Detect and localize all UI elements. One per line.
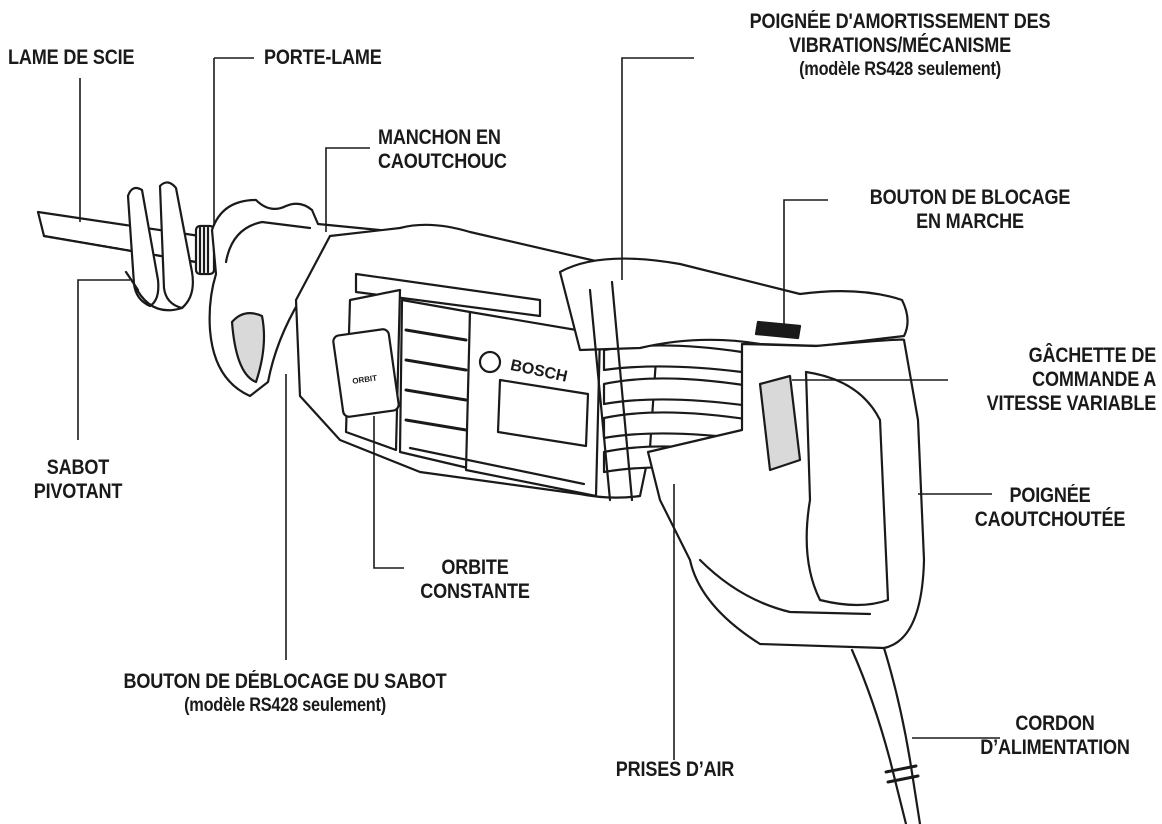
label-poignee-amortissement-line2: VIBRATIONS/MÉCANISME (676, 34, 1123, 58)
leader-sabot-pivotant (78, 280, 130, 440)
label-gachette-line2: COMMANDE A (986, 368, 1156, 392)
label-poignee-caoutchoutee: POIGNÉE CAOUTCHOUTÉE (955, 484, 1144, 532)
label-sabot-pivotant: SABOT PIVOTANT (26, 456, 129, 504)
leader-poignee-amortissement (622, 58, 694, 280)
leader-manchon (326, 148, 370, 232)
label-gachette-line1: GÂCHETTE DE (986, 344, 1156, 368)
label-bouton-deblocage-note: (modèle RS428 seulement) (92, 694, 479, 718)
label-poignee-caoutchoutee-line1: POIGNÉE (955, 484, 1144, 508)
label-poignee-amortissement-note: (modèle RS428 seulement) (676, 58, 1123, 82)
label-gachette-line3: VITESSE VARIABLE (986, 392, 1156, 416)
lock-on-button (756, 322, 800, 338)
label-cordon-line1: CORDON (965, 712, 1146, 736)
label-orbite-constante: ORBITE CONSTANTE (411, 556, 540, 604)
label-prises-air: PRISES D’AIR (602, 758, 748, 782)
label-poignee-amortissement: POIGNÉE D'AMORTISSEMENT DES VIBRATIONS/M… (676, 10, 1123, 82)
label-cordon-line2: D’ALIMENTATION (965, 736, 1146, 760)
power-cord (852, 648, 920, 824)
label-orbite-constante-line2: CONSTANTE (411, 580, 540, 604)
label-orbite-constante-line1: ORBITE (411, 556, 540, 580)
label-gachette: GÂCHETTE DE COMMANDE A VITESSE VARIABLE (986, 344, 1156, 416)
label-manchon-line1: MANCHON EN (378, 126, 507, 150)
label-manchon: MANCHON EN CAOUTCHOUC (378, 126, 507, 174)
label-bouton-blocage-line2: EN MARCHE (824, 210, 1116, 234)
label-bouton-deblocage: BOUTON DE DÉBLOCAGE DU SABOT (modèle RS4… (92, 670, 479, 718)
label-poignee-caoutchoutee-line2: CAOUTCHOUTÉE (955, 508, 1144, 532)
label-porte-lame: PORTE-LAME (264, 46, 382, 70)
label-bouton-blocage: BOUTON DE BLOCAGE EN MARCHE (824, 186, 1116, 234)
label-cordon: CORDON D’ALIMENTATION (965, 712, 1146, 760)
label-bouton-blocage-line1: BOUTON DE BLOCAGE (824, 186, 1116, 210)
label-lame-de-scie: LAME DE SCIE (8, 46, 134, 70)
label-sabot-pivotant-line1: SABOT (26, 456, 129, 480)
label-poignee-amortissement-line1: POIGNÉE D'AMORTISSEMENT DES (676, 10, 1123, 34)
label-sabot-pivotant-line2: PIVOTANT (26, 480, 129, 504)
label-manchon-line2: CAOUTCHOUC (378, 150, 507, 174)
label-bouton-deblocage-line1: BOUTON DE DÉBLOCAGE DU SABOT (92, 670, 479, 694)
